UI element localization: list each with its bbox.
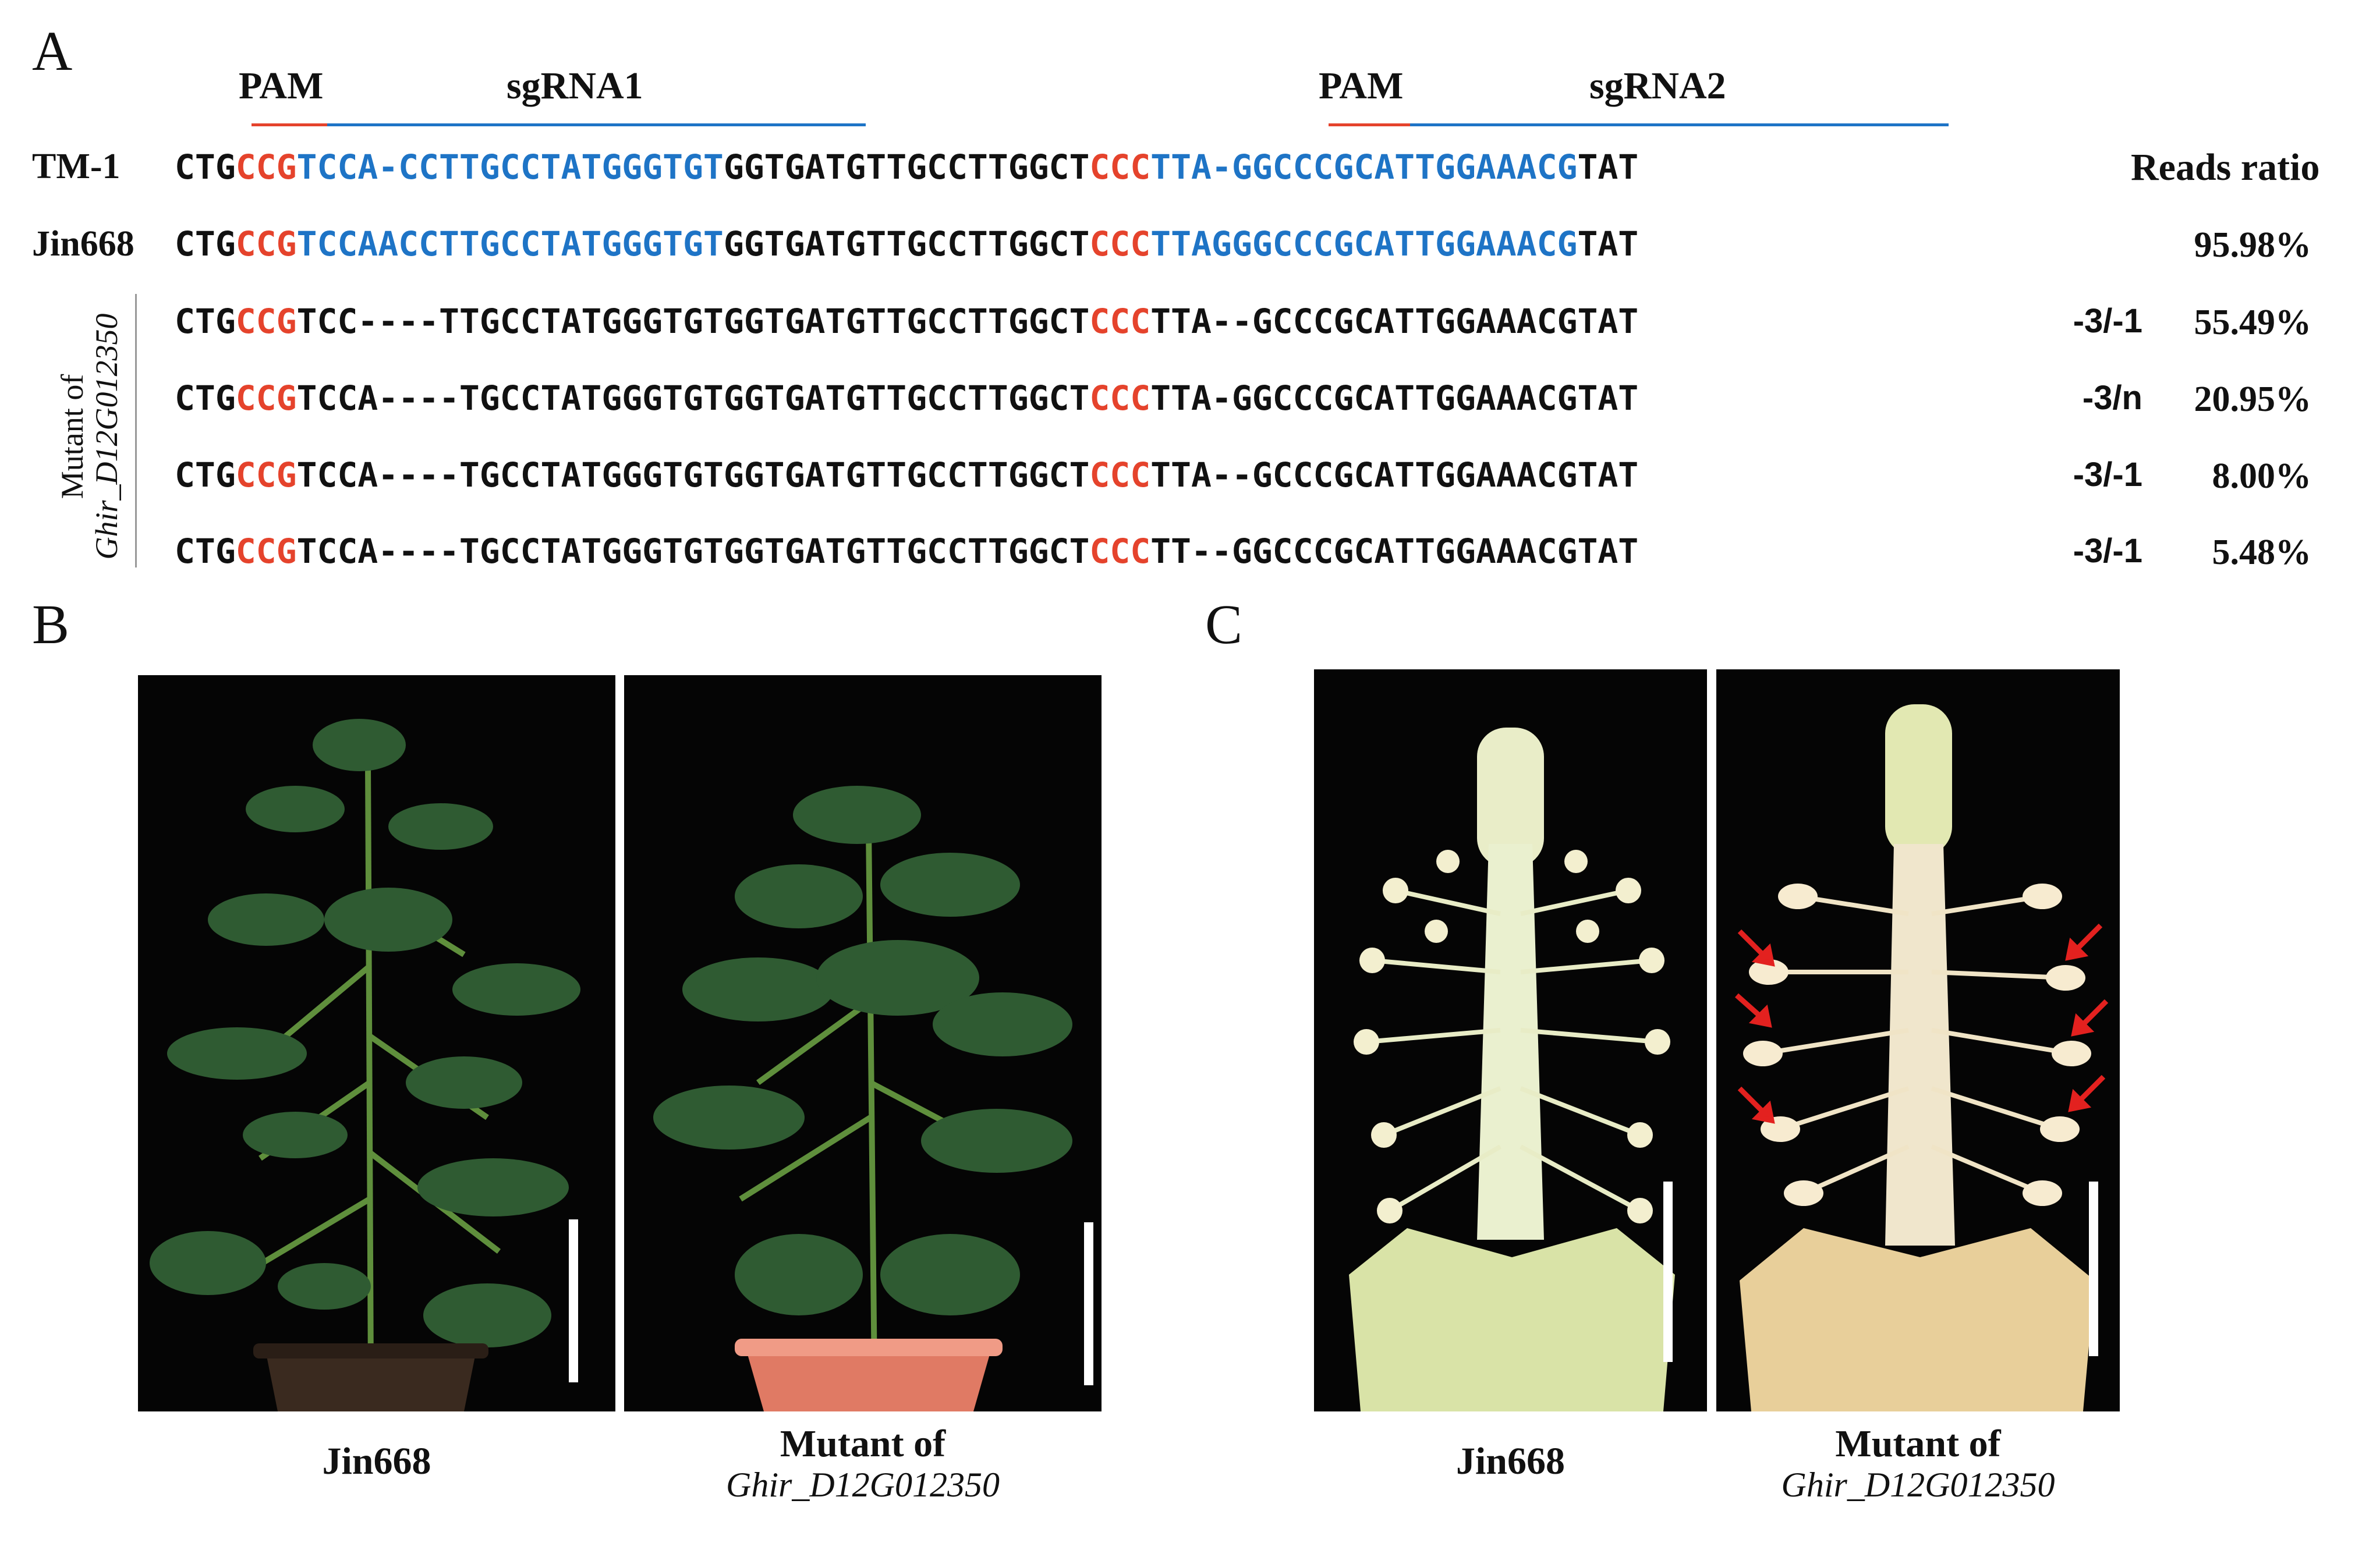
pam1-label: PAM	[239, 65, 324, 107]
reads-ratio-mutant-2: 20.95%	[2194, 379, 2312, 419]
panel-b-right-caption-line2: Ghir_D12G012350	[725, 1465, 1000, 1504]
panel-b-left-caption: Jin668	[322, 1440, 431, 1482]
sequence-row-tm1: CTGCCGTCCA-CCTTGCCTATGGGTGTGGTGATGTTGCCT…	[175, 147, 1639, 187]
sgrna2-underline	[1410, 123, 1949, 126]
mutation-type-4: -3/-1	[2073, 532, 2142, 570]
pam2-underline	[1329, 123, 1410, 126]
jin668-stamen-photo	[1314, 669, 1707, 1411]
mutation-type-1: -3/-1	[2073, 302, 2142, 340]
panel-c-left-caption: Jin668	[1455, 1440, 1566, 1482]
scale-bar	[2089, 1182, 2098, 1356]
sequence-row-mutant-1: CTGCCGTCC----TTGCCTATGGGTGTGGTGATGTTGCCT…	[175, 301, 1639, 341]
sgrna1-underline	[327, 123, 866, 126]
reads-ratio-mutant-4: 5.48%	[2212, 533, 2312, 572]
mutation-type-3: -3/-1	[2073, 456, 2142, 494]
reads-ratio-header: Reads ratio	[2131, 146, 2320, 189]
mutant-plant-photo	[624, 675, 1102, 1411]
sequence-row-mutant-2: CTGCCGTCCA----TGCCTATGGGTGTGGTGATGTTGCCT…	[175, 378, 1639, 418]
mutant-side-label-line1: Mutant of	[55, 374, 90, 499]
sequence-row-jin668: CTGCCGTCCAACCTTGCCTATGGGTGTGGTGATGTTGCCT…	[175, 224, 1639, 264]
mutant-group-bracket	[135, 294, 137, 567]
mutation-type-2: -3/n	[2082, 379, 2142, 417]
scale-bar	[1663, 1182, 1673, 1362]
pam2-label: PAM	[1319, 65, 1404, 107]
reads-ratio-mutant-3: 8.00%	[2212, 456, 2312, 496]
sequence-row-mutant-3: CTGCCGTCCA----TGCCTATGGGTGTGGTGATGTTGCCT…	[175, 455, 1639, 495]
reads-ratio-jin668: 95.98%	[2194, 225, 2312, 265]
sgrna1-label: sgRNA1	[507, 65, 643, 107]
mutant-side-label: Mutant of Ghir_D12G012350	[55, 297, 125, 576]
pam1-underline	[252, 123, 327, 126]
panel-a-letter: A	[32, 20, 73, 82]
reads-ratio-mutant-1: 55.49%	[2194, 303, 2312, 342]
jin668-plant-photo	[138, 675, 615, 1411]
panel-c-right-caption-line1: Mutant of	[1835, 1423, 2001, 1465]
panel-c-right-caption-line2: Ghir_D12G012350	[1781, 1465, 2055, 1504]
sequence-name-tm1: TM-1	[32, 147, 121, 186]
mutant-stamen-photo	[1716, 669, 2120, 1411]
panel-b-letter: B	[32, 593, 70, 655]
sequence-row-mutant-4: CTGCCGTCCA----TGCCTATGGGTGTGGTGATGTTGCCT…	[175, 531, 1639, 571]
scale-bar	[569, 1219, 578, 1382]
sequence-name-jin668: Jin668	[32, 224, 134, 264]
mutant-side-label-line2: Ghir_D12G012350	[89, 313, 125, 560]
sgrna2-label: sgRNA2	[1589, 65, 1726, 107]
scale-bar	[1084, 1222, 1093, 1385]
panel-c-letter: C	[1205, 593, 1243, 655]
panel-c-right-caption: Mutant of Ghir_D12G012350	[1716, 1423, 2120, 1504]
panel-b-right-caption-line1: Mutant of	[780, 1423, 946, 1465]
panel-b-right-caption: Mutant of Ghir_D12G012350	[624, 1423, 1102, 1504]
